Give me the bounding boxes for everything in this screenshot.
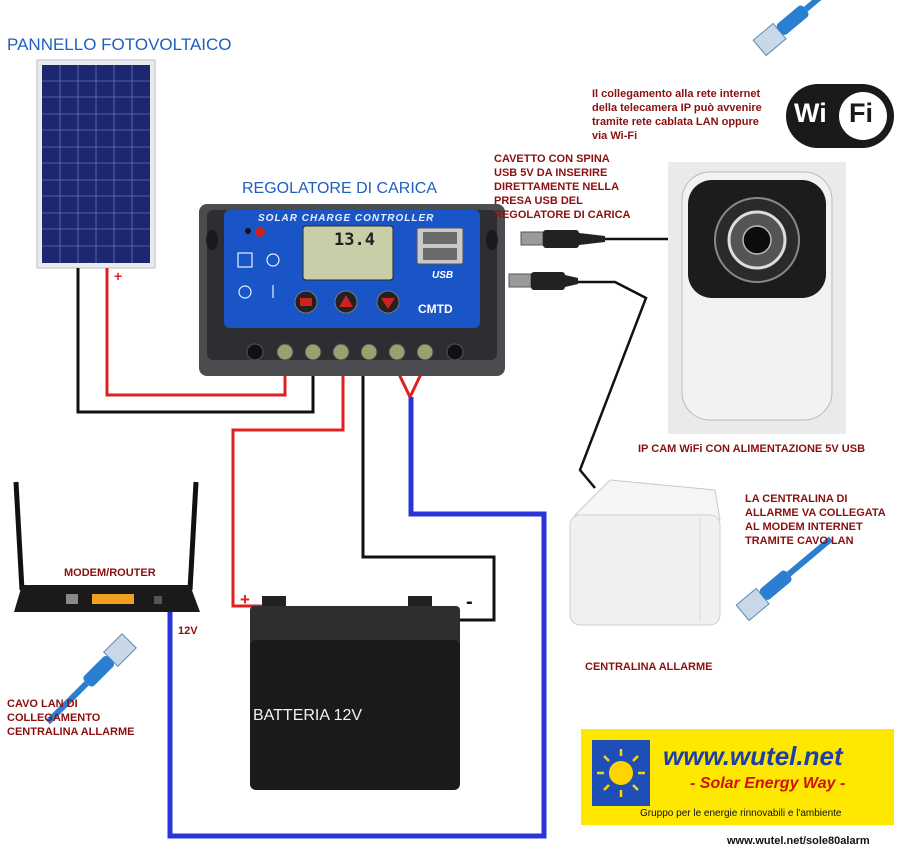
battery-positive-wire — [231, 360, 345, 608]
controller-icons — [237, 227, 280, 299]
wires — [76, 237, 688, 839]
modem-label: MODEM/ROUTER — [64, 567, 156, 579]
controller-terminals — [246, 343, 464, 361]
panel-positive-wire — [105, 268, 287, 397]
wutel-url: www.wutel.net — [663, 741, 843, 771]
ipcam-label: IP CAM WiFi CON ALIMENTAZIONE 5V USB — [638, 443, 866, 455]
usb-plug-icon — [508, 272, 578, 290]
controller-header: SOLAR CHARGE CONTROLLER — [258, 213, 435, 224]
solar-panel — [36, 59, 156, 269]
alarm-unit-label: CENTRALINA ALLARME — [585, 661, 713, 673]
regulator-title: REGOLATORE DI CARICA — [242, 180, 437, 197]
controller-brand: CMTD — [418, 302, 453, 316]
battery-negative-wire — [361, 360, 496, 622]
panel-title: PANNELLO FOTOVOLTAICO — [7, 35, 232, 54]
lan-plug-icon — [752, 0, 850, 57]
lan-plug-icon — [735, 536, 833, 622]
usb-cable-alarm — [575, 280, 648, 489]
ip-camera — [668, 162, 846, 434]
usb-plug-icon — [520, 230, 605, 248]
battery-minus-sign: - — [466, 591, 473, 613]
panel-negative-wire — [76, 268, 315, 414]
sun-logo-icon — [597, 749, 645, 797]
battery-label: BATTERIA 12V — [253, 707, 363, 724]
alarm-hub — [569, 479, 721, 626]
wutel-tagline: Gruppo per le energie rinnovabili e l'am… — [640, 808, 842, 819]
controller-usb-label: USB — [432, 270, 454, 281]
footer-url: www.wutel.net/sole80alarm — [727, 835, 870, 847]
wifi-logo-fi: Fi — [849, 98, 873, 128]
wutel-slogan: - Solar Energy Way - — [690, 775, 846, 792]
volt-12-label: 12V — [178, 625, 198, 637]
wifi-logo-wi: Wi — [794, 98, 827, 128]
wifi-logo-icon — [786, 84, 894, 148]
controller-display: 13.4 — [334, 230, 375, 250]
wutel-logo — [581, 729, 894, 825]
router — [13, 481, 200, 612]
battery — [250, 596, 460, 790]
charge-controller — [199, 204, 505, 376]
battery-plus-sign: + — [240, 590, 250, 609]
lan-plug-icon — [45, 633, 137, 725]
load-wire — [167, 397, 547, 839]
controller-buttons — [294, 290, 400, 314]
panel-plus-sign: + — [114, 268, 123, 284]
